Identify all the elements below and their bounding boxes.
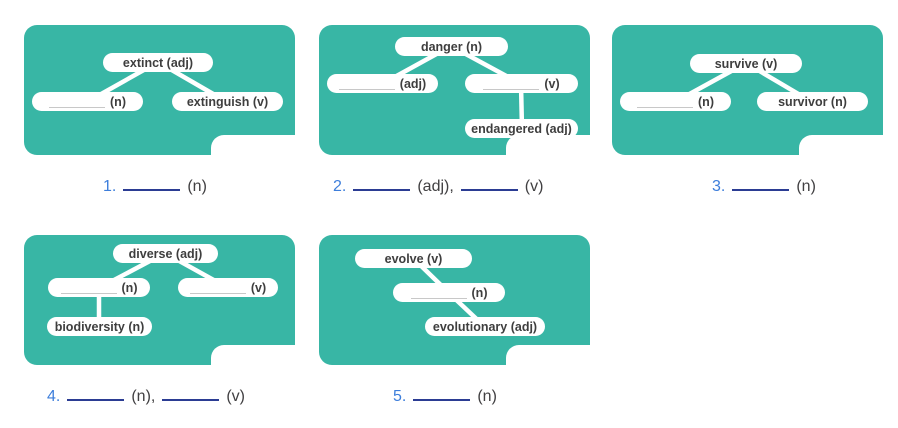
pill-evolve: evolve (v) <box>355 249 472 268</box>
part-of-speech-label: (n), <box>131 388 156 405</box>
question-3: 3. (n) <box>712 176 823 196</box>
question-number: 2. <box>333 178 347 195</box>
card-notch <box>211 135 295 155</box>
answer-blank[interactable] <box>732 176 790 191</box>
pill-extinct: extinct (adj) <box>103 53 213 72</box>
blank-pill-adjective[interactable]: (adj) <box>327 74 438 93</box>
blank-pill-noun[interactable]: (n) <box>393 283 505 302</box>
blank-pill-noun[interactable]: (n) <box>48 278 150 297</box>
card-notch <box>799 135 883 155</box>
pill-label: evolve (v) <box>384 251 443 266</box>
question-number: 5. <box>393 388 407 405</box>
question-number: 4. <box>47 388 61 405</box>
answer-blank[interactable] <box>67 386 125 401</box>
blank-line[interactable] <box>60 282 117 294</box>
pill-label: extinct (adj) <box>122 55 194 70</box>
blank-line[interactable] <box>637 96 694 108</box>
pill-label: (n) <box>698 94 714 109</box>
pill-label: (v) <box>250 280 267 295</box>
word-family-card-survive: survive (v) (n) survivor (n) <box>612 25 883 155</box>
blank-line[interactable] <box>483 78 540 90</box>
pill-label: (v) <box>544 76 560 91</box>
part-of-speech-label: (v) <box>524 178 544 195</box>
pill-endangered: endangered (adj) <box>465 119 578 138</box>
question-2: 2. (adj), (v) <box>333 176 550 196</box>
blank-pill-noun[interactable]: (n) <box>32 92 143 111</box>
pill-label: (adj) <box>399 76 427 91</box>
pill-label: (n) <box>110 94 126 109</box>
question-5: 5. (n) <box>393 386 504 406</box>
pill-label: diverse (adj) <box>128 246 203 261</box>
blank-line[interactable] <box>49 96 106 108</box>
part-of-speech-label: (adj), <box>417 178 454 195</box>
part-of-speech-label: (n) <box>477 388 497 405</box>
card-notch <box>506 135 590 155</box>
blank-pill-noun[interactable]: (n) <box>620 92 731 111</box>
answer-blank[interactable] <box>123 176 181 191</box>
pill-label: survivor (n) <box>778 94 847 109</box>
blank-line[interactable] <box>189 282 246 294</box>
part-of-speech-label: (n) <box>796 178 816 195</box>
part-of-speech-label: (n) <box>187 178 207 195</box>
answer-blank[interactable] <box>460 176 518 191</box>
blank-line[interactable] <box>338 78 395 90</box>
pill-label: danger (n) <box>420 39 483 54</box>
pill-extinguish: extinguish (v) <box>172 92 283 111</box>
pill-evolutionary: evolutionary (adj) <box>425 317 545 336</box>
pill-label: extinguish (v) <box>186 94 269 109</box>
blank-pill-verb[interactable]: (v) <box>178 278 278 297</box>
pill-survive: survive (v) <box>690 54 802 73</box>
pill-label: biodiversity (n) <box>54 319 145 334</box>
pill-label: endangered (adj) <box>471 121 572 136</box>
blank-pill-verb[interactable]: (v) <box>465 74 578 93</box>
pill-danger: danger (n) <box>395 37 508 56</box>
question-number: 3. <box>712 178 726 195</box>
pill-diverse: diverse (adj) <box>113 244 218 263</box>
pill-label: survive (v) <box>714 56 778 71</box>
pill-label: (n) <box>471 285 488 300</box>
pill-label: (n) <box>121 280 138 295</box>
pill-biodiversity: biodiversity (n) <box>47 317 152 336</box>
question-number: 1. <box>103 178 117 195</box>
answer-blank[interactable] <box>413 386 471 401</box>
card-notch <box>211 345 295 365</box>
question-1: 1. (n) <box>103 176 214 196</box>
question-4: 4. (n), (v) <box>47 386 252 406</box>
answer-blank[interactable] <box>162 386 220 401</box>
blank-line[interactable] <box>410 287 467 299</box>
word-family-card-diverse: diverse (adj) (n) (v) biodiversity (n) <box>24 235 295 365</box>
word-family-card-extinct: extinct (adj) (n) extinguish (v) <box>24 25 295 155</box>
word-family-card-danger: danger (n) (adj) (v) endangered (adj) <box>319 25 590 155</box>
answer-blank[interactable] <box>353 176 411 191</box>
word-family-card-evolve: evolve (v) (n) evolutionary (adj) <box>319 235 590 365</box>
pill-label: evolutionary (adj) <box>432 319 538 334</box>
card-notch <box>506 345 590 365</box>
part-of-speech-label: (v) <box>226 388 245 405</box>
pill-survivor: survivor (n) <box>757 92 868 111</box>
